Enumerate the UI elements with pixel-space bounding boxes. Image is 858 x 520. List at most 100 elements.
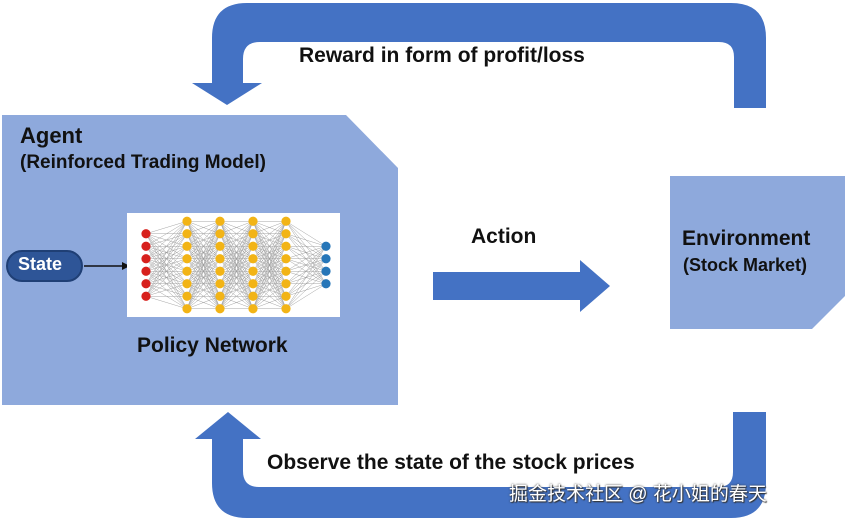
network-edges	[145, 221, 327, 309]
network-edge	[285, 246, 327, 309]
network-edge	[252, 283, 287, 309]
network-node	[248, 216, 258, 226]
network-node	[182, 241, 192, 251]
network-node	[321, 279, 331, 289]
network-edge	[219, 221, 254, 284]
network-edge	[219, 221, 254, 272]
observe-label: Observe the state of the stock prices	[267, 451, 635, 474]
network-node	[215, 266, 225, 276]
network-node	[215, 254, 225, 264]
network-node	[182, 266, 192, 276]
network-node	[141, 291, 151, 301]
network-node	[182, 304, 192, 314]
network-edge	[219, 233, 254, 309]
network-node	[281, 254, 291, 264]
network-node	[248, 266, 258, 276]
network-node	[248, 304, 258, 314]
network-edge	[252, 296, 287, 309]
watermark: 掘金技术社区 @ 花小姐的春天	[509, 484, 767, 505]
network-edge	[219, 221, 254, 234]
network-edge	[285, 246, 327, 272]
network-edge	[145, 221, 188, 297]
network-node	[141, 266, 151, 276]
network-edge	[252, 221, 287, 309]
network-edge	[186, 221, 221, 284]
network-node	[215, 291, 225, 301]
network-edge	[186, 221, 221, 259]
action-arrow	[433, 260, 610, 312]
network-node	[248, 229, 258, 239]
network-edge	[186, 258, 221, 309]
network-node	[248, 279, 258, 289]
network-edge	[252, 258, 287, 309]
network-edge	[145, 221, 188, 272]
network-edge	[186, 221, 221, 272]
network-node	[281, 229, 291, 239]
network-edge	[219, 221, 254, 259]
state-connector-arrowhead	[122, 262, 130, 270]
network-edge	[186, 221, 221, 234]
network-edge	[145, 221, 188, 234]
network-edge	[186, 271, 221, 309]
network-edge	[285, 246, 327, 297]
network-edge	[219, 271, 254, 309]
network-node	[182, 216, 192, 226]
network-edge	[145, 233, 188, 297]
network-edge	[285, 271, 327, 309]
network-edge	[252, 246, 287, 309]
network-edge	[186, 296, 221, 309]
network-edge	[186, 233, 221, 309]
network-edge	[186, 283, 221, 309]
network-edge	[219, 221, 254, 247]
network-edge	[219, 246, 254, 309]
network-node	[182, 229, 192, 239]
network-node	[248, 254, 258, 264]
network-edge	[285, 283, 327, 309]
network-edge	[252, 271, 287, 309]
network-node	[281, 291, 291, 301]
network-edge	[145, 258, 188, 297]
network-edge	[145, 271, 188, 297]
network-edge	[252, 221, 287, 297]
network-node	[321, 241, 331, 251]
network-edge	[186, 246, 221, 309]
network-edge	[219, 283, 254, 309]
network-node	[141, 254, 151, 264]
network-node	[215, 216, 225, 226]
network-node	[182, 254, 192, 264]
network-edge	[145, 221, 188, 259]
network-edge	[252, 221, 287, 284]
network-node	[321, 266, 331, 276]
network-node	[248, 241, 258, 251]
network-edge	[145, 296, 188, 309]
network-edge	[252, 221, 287, 234]
observe-loop-arrow	[195, 412, 766, 518]
network-node	[215, 279, 225, 289]
network-nodes	[141, 216, 331, 314]
network-edge	[285, 233, 327, 247]
environment-title: Environment	[682, 227, 811, 250]
network-edge	[252, 221, 287, 259]
network-node	[215, 229, 225, 239]
network-edge	[145, 246, 188, 297]
network-edge	[219, 221, 254, 297]
network-node	[281, 216, 291, 226]
network-edge	[252, 221, 287, 272]
policy-network-label: Policy Network	[137, 334, 288, 357]
reward-label: Reward in form of profit/loss	[299, 44, 585, 67]
agent-title: Agent	[20, 123, 83, 148]
environment-subtitle: (Stock Market)	[683, 255, 808, 275]
network-node	[141, 241, 151, 251]
network-node	[141, 279, 151, 289]
policy-network-frame	[127, 213, 340, 317]
network-edge	[219, 221, 254, 309]
state-pill	[6, 250, 83, 282]
network-node	[182, 279, 192, 289]
network-edge	[145, 221, 188, 247]
network-node	[321, 254, 331, 264]
network-node	[141, 229, 151, 239]
network-edge	[186, 221, 221, 247]
network-edge	[219, 258, 254, 309]
reward-loop-arrow	[192, 3, 766, 108]
